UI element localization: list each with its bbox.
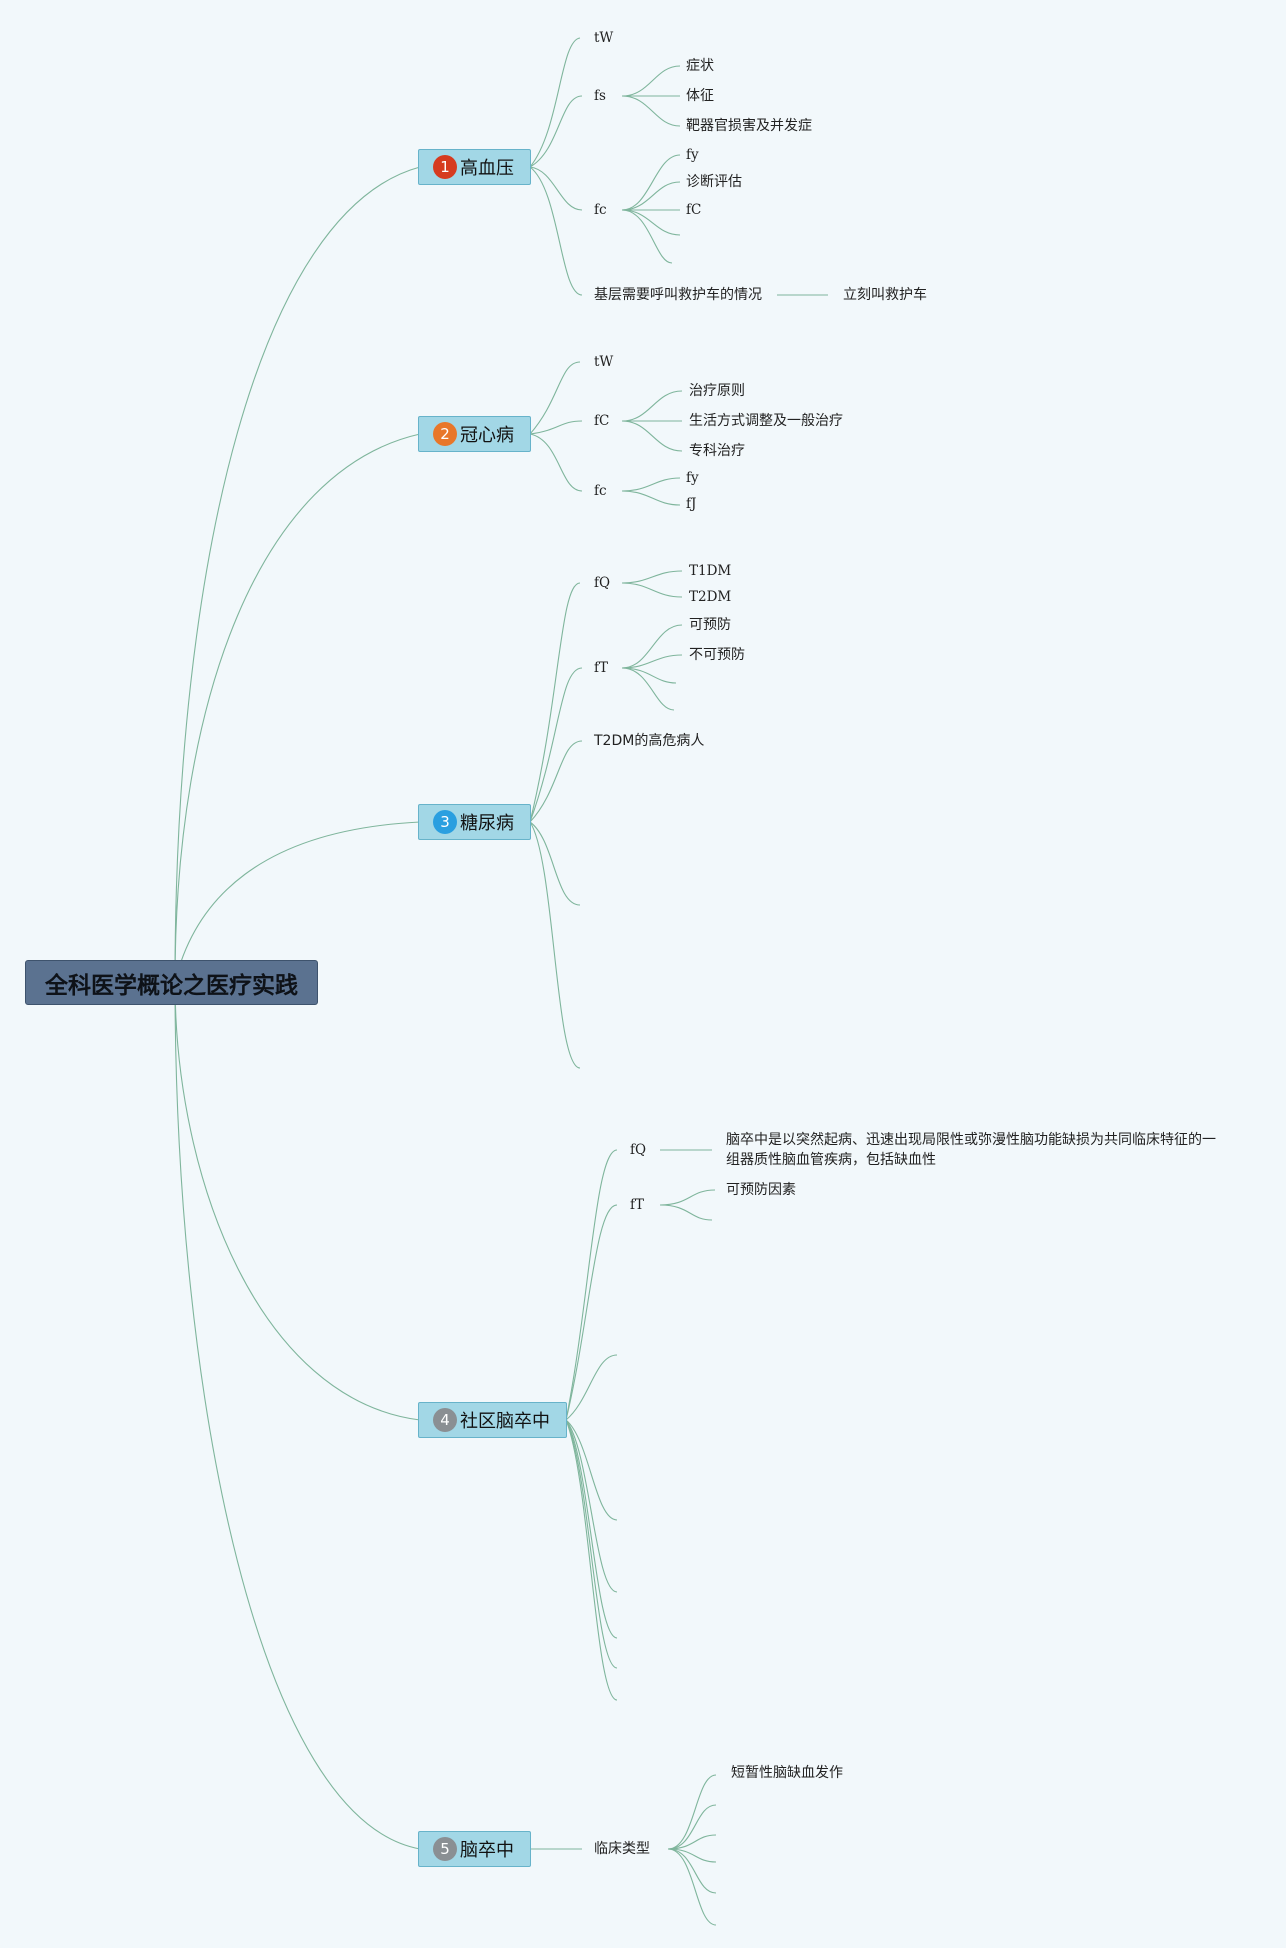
node-diagnosis[interactable]: 诊断评估 <box>686 174 742 190</box>
topic-hypertension[interactable]: 1 高血压 <box>418 149 531 185</box>
number-badge-icon: 1 <box>433 155 457 179</box>
topic-diabetes[interactable]: 3 糖尿病 <box>418 804 531 840</box>
node-t1dm[interactable]: T1DM <box>689 563 732 579</box>
node-fT[interactable]: fT <box>594 660 609 676</box>
node-tw[interactable]: tW <box>594 354 614 370</box>
node-stroke-definition[interactable]: 脑卒中是以突然起病、迅速出现局限性或弥漫性脑功能缺损为共同临床特征的一组器质性脑… <box>726 1132 1216 1168</box>
node-treatment-principles[interactable]: 治疗原则 <box>689 383 745 399</box>
node-t2dm-high-risk[interactable]: T2DM的高危病人 <box>594 733 705 749</box>
node-target-organ[interactable]: 靶器官损害及并发症 <box>686 118 812 134</box>
node-fs[interactable]: fs <box>594 88 606 104</box>
root-title: 全科医学概论之医疗实践 <box>45 972 298 999</box>
node-tia[interactable]: 短暂性脑缺血发作 <box>731 1765 843 1781</box>
node-fy[interactable]: fy <box>686 147 699 163</box>
node-specialist[interactable]: 专科治疗 <box>689 443 745 459</box>
node-tw[interactable]: tW <box>594 30 614 46</box>
node-lifestyle[interactable]: 生活方式调整及一般治疗 <box>689 413 843 429</box>
number-badge-icon: 4 <box>433 1408 457 1432</box>
number-badge-icon: 5 <box>433 1837 457 1861</box>
node-call-ambulance[interactable]: 立刻叫救护车 <box>843 287 927 303</box>
node-fT[interactable]: fT <box>630 1197 645 1213</box>
topic-label: 高血压 <box>460 158 514 179</box>
node-preventable-factors[interactable]: 可预防因素 <box>726 1182 796 1198</box>
node-fc[interactable]: fc <box>594 202 607 218</box>
node-signs[interactable]: 体征 <box>686 88 714 104</box>
topic-label: 脑卒中 <box>460 1840 514 1861</box>
node-preventable[interactable]: 可预防 <box>689 617 731 633</box>
node-non-preventable[interactable]: 不可预防 <box>689 647 745 663</box>
topic-community-stroke[interactable]: 4 社区脑卒中 <box>418 1402 567 1438</box>
node-fC[interactable]: fC <box>686 202 702 218</box>
node-fc[interactable]: fc <box>594 483 607 499</box>
number-badge-icon: 2 <box>433 422 457 446</box>
node-fQ[interactable]: fQ <box>630 1142 647 1158</box>
root-topic[interactable]: 全科医学概论之医疗实践 <box>25 960 318 1005</box>
node-clinical-type[interactable]: 临床类型 <box>594 1841 650 1857</box>
node-symptoms[interactable]: 症状 <box>686 58 714 74</box>
node-ambulance-conditions[interactable]: 基层需要呼叫救护车的情况 <box>594 287 762 303</box>
topic-label: 社区脑卒中 <box>460 1411 550 1432</box>
number-badge-icon: 3 <box>433 810 457 834</box>
node-fC[interactable]: fC <box>594 413 610 429</box>
node-fQ[interactable]: fQ <box>594 575 611 591</box>
node-fy[interactable]: fy <box>686 470 699 486</box>
node-fJ[interactable]: fJ <box>686 496 697 512</box>
topic-label: 冠心病 <box>460 425 514 446</box>
node-t2dm[interactable]: T2DM <box>689 589 732 605</box>
topic-label: 糖尿病 <box>460 813 514 834</box>
topic-chd[interactable]: 2 冠心病 <box>418 416 531 452</box>
topic-stroke[interactable]: 5 脑卒中 <box>418 1831 531 1867</box>
